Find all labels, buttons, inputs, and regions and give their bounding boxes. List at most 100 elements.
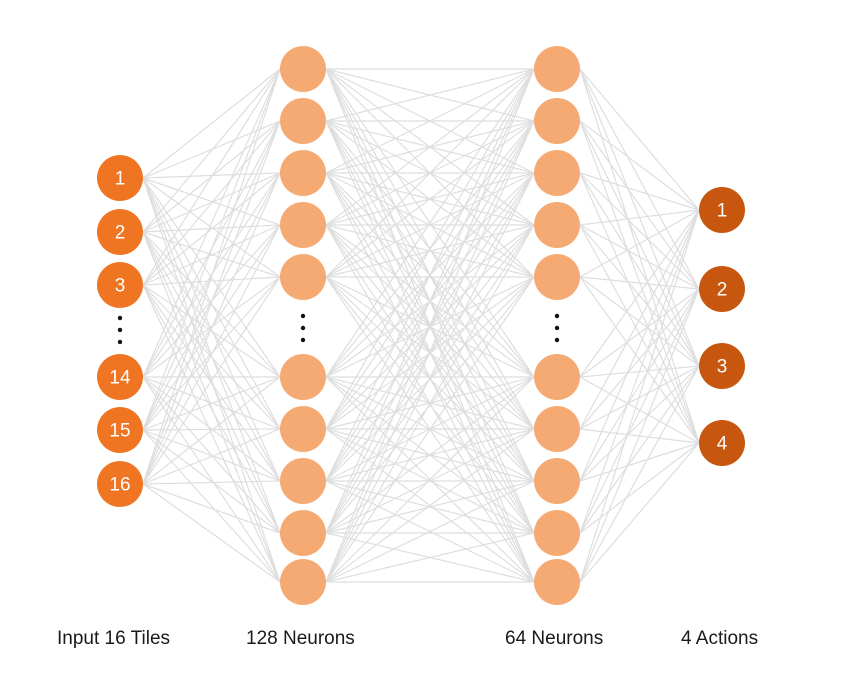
connection-line (579, 365, 700, 583)
neuron-circle (280, 354, 326, 400)
connection-line (579, 120, 700, 444)
connection-line (579, 442, 700, 482)
neuron-node (280, 254, 326, 300)
connection-line (325, 68, 535, 226)
connection-line (579, 288, 700, 378)
layer-label-hidden-1: 128 Neurons (246, 628, 355, 649)
connection-line (325, 120, 535, 583)
connection-line (579, 68, 700, 444)
connection-line (579, 365, 700, 534)
neuron-circle (534, 354, 580, 400)
neuron-circle (534, 510, 580, 556)
connection-line (325, 68, 535, 583)
neuron-circle (699, 266, 745, 312)
neuron-circle (699, 420, 745, 466)
connection-line (142, 224, 281, 485)
neuron-circle (280, 254, 326, 300)
connection-line (142, 68, 281, 286)
neuron-node: 14 (97, 354, 143, 400)
connection-line (142, 284, 281, 430)
connection-line (579, 172, 700, 444)
connection-line (142, 376, 281, 485)
connection-line (579, 120, 700, 211)
ellipsis-dot (554, 325, 560, 331)
connection-line (142, 429, 281, 482)
connection-line (579, 172, 700, 367)
ellipsis-dot (117, 327, 123, 333)
neuron-circle (280, 98, 326, 144)
connection-line (325, 376, 535, 583)
connection-line (579, 276, 700, 290)
connection-line (579, 442, 700, 534)
connection-line (142, 276, 281, 485)
neuron-node: 2 (699, 266, 745, 312)
connection-line (579, 224, 700, 444)
neuron-circle (699, 187, 745, 233)
neuron-circle (280, 510, 326, 556)
connection-line (579, 172, 700, 290)
connection-line (142, 68, 281, 179)
ellipsis-dot (117, 339, 123, 345)
neuron-node (534, 559, 580, 605)
connection-line (325, 172, 535, 534)
connections (142, 68, 700, 583)
neuron-node (534, 150, 580, 196)
connection-line (325, 224, 535, 583)
neuron-circle (534, 202, 580, 248)
connection-line (579, 276, 700, 444)
neuron-label: 14 (109, 368, 131, 389)
connection-line (325, 68, 535, 430)
neuron-circle (699, 343, 745, 389)
neuron-circle (97, 407, 143, 453)
connection-line (325, 68, 535, 122)
connection-line (579, 172, 700, 211)
neuron-circle (97, 209, 143, 255)
layer-label-output: 4 Actions (681, 628, 759, 649)
connection-line (579, 288, 700, 482)
ellipsis-dot (300, 325, 306, 331)
neuron-node: 3 (699, 343, 745, 389)
neuron-node (280, 458, 326, 504)
neuron-circle (97, 262, 143, 308)
connection-line (142, 231, 281, 378)
connection-line (325, 276, 535, 534)
connection-line (579, 288, 700, 583)
neuron-circle (280, 406, 326, 452)
neuron-circle (534, 559, 580, 605)
layer-label-hidden-2: 64 Neurons (505, 628, 604, 649)
neuron-label: 3 (717, 357, 728, 378)
ellipsis-dot (554, 313, 560, 319)
neuron-node (534, 354, 580, 400)
connection-line (579, 224, 700, 367)
ellipsis-dot (300, 313, 306, 319)
neuron-circle (280, 46, 326, 92)
neuron-node (280, 46, 326, 92)
connection-line (579, 68, 700, 211)
connection-line (142, 68, 281, 431)
connection-line (579, 209, 700, 583)
connection-line (325, 376, 535, 534)
neuron-node: 2 (97, 209, 143, 255)
connection-line (142, 483, 281, 534)
connection-line (579, 209, 700, 226)
connection-line (142, 231, 281, 583)
neuron-node (534, 254, 580, 300)
connection-line (579, 120, 700, 290)
neuron-circle (534, 254, 580, 300)
neuron-node (280, 510, 326, 556)
connection-line (142, 177, 281, 226)
ellipsis-dot (554, 337, 560, 343)
neuron-node (534, 202, 580, 248)
connection-line (325, 224, 535, 534)
connection-line (142, 224, 281, 286)
connection-line (325, 480, 535, 583)
neuron-circle (534, 458, 580, 504)
neuron-label: 1 (115, 169, 126, 190)
connection-line (142, 284, 281, 378)
connection-line (142, 120, 281, 286)
ellipsis-dot (117, 315, 123, 321)
connection-line (579, 209, 700, 430)
connection-line (142, 120, 281, 485)
